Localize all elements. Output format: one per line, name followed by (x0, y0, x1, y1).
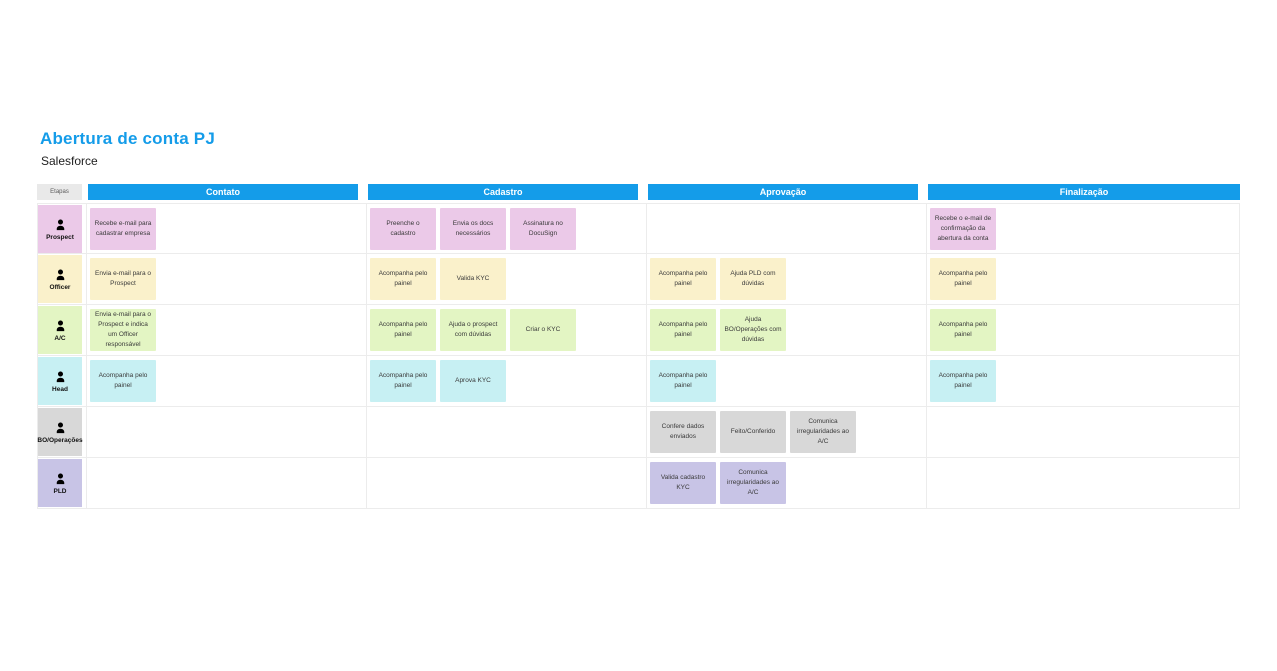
role-box-officer[interactable]: Officer (38, 255, 82, 303)
cell-head-finalizacao: Acompanha pelo painel (926, 356, 1241, 406)
sticky-card[interactable]: Acompanha pelo painel (650, 258, 716, 300)
sticky-card[interactable]: Comunica irregularidades ao A/C (720, 462, 786, 504)
cell-pld-cadastro (366, 458, 646, 508)
cell-head-contato: Acompanha pelo painel (86, 356, 366, 406)
role-label: A/C (54, 334, 66, 342)
swimlane-ac: A/C Envia e-mail para o Prospect e indic… (37, 305, 1240, 356)
page-subtitle[interactable]: Salesforce (41, 154, 98, 168)
cell-pld-contato (86, 458, 366, 508)
person-icon (53, 369, 68, 384)
role-label: BO/Operações (37, 436, 83, 444)
sticky-card[interactable]: Aprova KYC (440, 360, 506, 402)
cell-officer-contato: Envia e-mail para o Prospect (86, 254, 366, 304)
sticky-card[interactable]: Acompanha pelo painel (370, 309, 436, 351)
cell-bo-aprovacao: Confere dados enviados Feito/Conferido C… (646, 407, 926, 457)
sticky-card[interactable]: Criar o KYC (510, 309, 576, 351)
cell-prospect-cadastro: Preenche o cadastro Envia os docs necess… (366, 204, 646, 253)
sticky-card[interactable]: Envia e-mail para o Prospect e indica um… (90, 309, 156, 351)
sticky-card[interactable]: Acompanha pelo painel (930, 258, 996, 300)
swimlane-pld: PLD Valida cadastro KYC Comunica irregul… (37, 458, 1240, 509)
sticky-card[interactable]: Valida cadastro KYC (650, 462, 716, 504)
sticky-card[interactable]: Confere dados enviados (650, 411, 716, 453)
cell-ac-contato: Envia e-mail para o Prospect e indica um… (86, 305, 366, 355)
role-label: Officer (49, 283, 71, 291)
person-icon (53, 267, 68, 282)
sticky-card[interactable]: Ajuda PLD com dúvidas (720, 258, 786, 300)
phase-header-finalizacao[interactable]: Finalização (928, 184, 1240, 200)
sticky-card[interactable]: Valida KYC (440, 258, 506, 300)
cell-ac-cadastro: Acompanha pelo painel Ajuda o prospect c… (366, 305, 646, 355)
sticky-card[interactable]: Acompanha pelo painel (930, 360, 996, 402)
sticky-card[interactable]: Envia os docs necessários (440, 208, 506, 250)
cell-officer-aprovacao: Acompanha pelo painel Ajuda PLD com dúvi… (646, 254, 926, 304)
swimlane-head: Head Acompanha pelo painel Acompanha pel… (37, 356, 1240, 407)
sticky-card[interactable]: Acompanha pelo painel (370, 258, 436, 300)
cell-prospect-contato: Recebe e-mail para cadastrar empresa (86, 204, 366, 253)
cell-bo-finalizacao (926, 407, 1241, 457)
role-box-prospect[interactable]: Prospect (38, 205, 82, 253)
sticky-card[interactable]: Ajuda o prospect com dúvidas (440, 309, 506, 351)
role-label: Prospect (46, 233, 74, 241)
cell-bo-cadastro (366, 407, 646, 457)
etapas-corner-header[interactable]: Etapas (37, 184, 82, 200)
phase-header-contato[interactable]: Contato (88, 184, 358, 200)
sticky-card[interactable]: Feito/Conferido (720, 411, 786, 453)
cell-head-cadastro: Acompanha pelo painel Aprova KYC (366, 356, 646, 406)
phase-header-aprovacao[interactable]: Aprovação (648, 184, 918, 200)
sticky-card[interactable]: Ajuda BO/Operações com dúvidas (720, 309, 786, 351)
phase-header-cadastro[interactable]: Cadastro (368, 184, 638, 200)
sticky-card[interactable]: Acompanha pelo painel (930, 309, 996, 351)
cell-head-aprovacao: Acompanha pelo painel (646, 356, 926, 406)
cell-pld-finalizacao (926, 458, 1241, 508)
role-box-pld[interactable]: PLD (38, 459, 82, 507)
sticky-card[interactable]: Assinatura no DocuSign (510, 208, 576, 250)
cell-prospect-finalizacao: Recebe o e-mail de confirmação da abertu… (926, 204, 1241, 253)
sticky-card[interactable]: Envia e-mail para o Prospect (90, 258, 156, 300)
role-box-ac[interactable]: A/C (38, 306, 82, 354)
person-icon (53, 217, 68, 232)
swimlane-board: Etapas Contato Cadastro Aprovação Finali… (37, 184, 1240, 510)
swimlane-bo-operacoes: BO/Operações Confere dados enviados Feit… (37, 407, 1240, 458)
swimlane-officer: Officer Envia e-mail para o Prospect Aco… (37, 254, 1240, 305)
sticky-card[interactable]: Acompanha pelo painel (650, 309, 716, 351)
cell-prospect-aprovacao (646, 204, 926, 253)
cell-ac-aprovacao: Acompanha pelo painel Ajuda BO/Operações… (646, 305, 926, 355)
person-icon (53, 420, 68, 435)
swimlanes: Prospect Recebe e-mail para cadastrar em… (37, 203, 1240, 509)
role-label: Head (52, 385, 68, 393)
swimlane-prospect: Prospect Recebe e-mail para cadastrar em… (37, 203, 1240, 254)
sticky-card[interactable]: Preenche o cadastro (370, 208, 436, 250)
role-box-bo-operacoes[interactable]: BO/Operações (37, 408, 83, 456)
sticky-card[interactable]: Acompanha pelo painel (370, 360, 436, 402)
cell-ac-finalizacao: Acompanha pelo painel (926, 305, 1241, 355)
sticky-card[interactable]: Recebe e-mail para cadastrar empresa (90, 208, 156, 250)
role-box-head[interactable]: Head (38, 357, 82, 405)
cell-officer-finalizacao: Acompanha pelo painel (926, 254, 1241, 304)
person-icon (53, 318, 68, 333)
sticky-card[interactable]: Acompanha pelo painel (650, 360, 716, 402)
cell-pld-aprovacao: Valida cadastro KYC Comunica irregularid… (646, 458, 926, 508)
sticky-card[interactable]: Recebe o e-mail de confirmação da abertu… (930, 208, 996, 250)
sticky-card[interactable]: Acompanha pelo painel (90, 360, 156, 402)
role-label: PLD (53, 487, 67, 495)
sticky-card[interactable]: Comunica irregularidades ao A/C (790, 411, 856, 453)
cell-officer-cadastro: Acompanha pelo painel Valida KYC (366, 254, 646, 304)
page-title[interactable]: Abertura de conta PJ (40, 129, 215, 148)
person-icon (53, 471, 68, 486)
cell-bo-contato (86, 407, 366, 457)
